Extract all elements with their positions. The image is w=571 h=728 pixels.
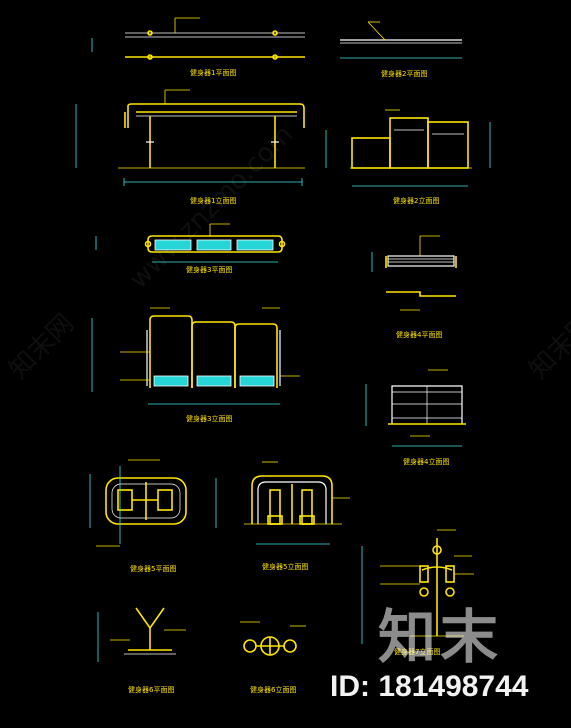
drawing-3-elevation: 健身器3立面图 [91,307,300,423]
drawing-4-plan-caption: 健身器4平面图 [396,330,442,339]
drawing-1-elevation: 健身器1立面图 [75,89,305,205]
drawing-6-plan-caption: 健身器6平面图 [128,685,174,694]
drawing-2-elevation-caption: 健身器2立面图 [393,196,439,205]
drawing-1-plan: 健身器1平面图 [91,17,305,77]
drawing-7-elevation: 健身器7立面图 [361,529,474,656]
drawing-4-elevation: 健身器4立面图 [365,369,466,466]
drawing-6-plan: 健身器6平面图 [97,607,186,694]
drawing-6-elevation: 健身器6立面图 [240,621,306,694]
drawing-3-elevation-caption: 健身器3立面图 [186,414,232,423]
drawing-2-plan: 健身器2平面图 [340,21,462,78]
drawing-4-plan: 健身器4平面图 [371,235,457,339]
drawing-6-elevation-caption: 健身器6立面图 [250,685,296,694]
watermark-cn-text-right: 知末网 [524,309,571,385]
brand-watermark: 知末 [378,603,503,671]
drawing-4-elevation-caption: 健身器4立面图 [403,457,449,466]
watermark-cn-text: 知末网 [4,309,80,385]
drawing-7-elevation-caption: 健身器7立面图 [394,647,440,656]
background-watermark: www.znzmo.com 知末网 知末网 [4,120,571,385]
drawing-1-elevation-caption: 健身器1立面图 [190,196,236,205]
image-id-watermark: ID: 181498744 [330,670,529,703]
drawing-5-elevation: 健身器5立面图 [215,461,350,571]
drawing-2-elevation: 健身器2立面图 [325,109,491,205]
drawing-2-plan-caption: 健身器2平面图 [381,69,427,78]
drawing-1-plan-caption: 健身器1平面图 [190,68,236,77]
drawing-5-plan-caption: 健身器5平面图 [130,564,176,573]
drawing-5-plan: 健身器5平面图 [89,459,187,573]
drawing-3-plan: 健身器3平面图 [95,223,286,274]
drawing-3-plan-caption: 健身器3平面图 [186,265,232,274]
drawing-5-elevation-caption: 健身器5立面图 [262,562,308,571]
